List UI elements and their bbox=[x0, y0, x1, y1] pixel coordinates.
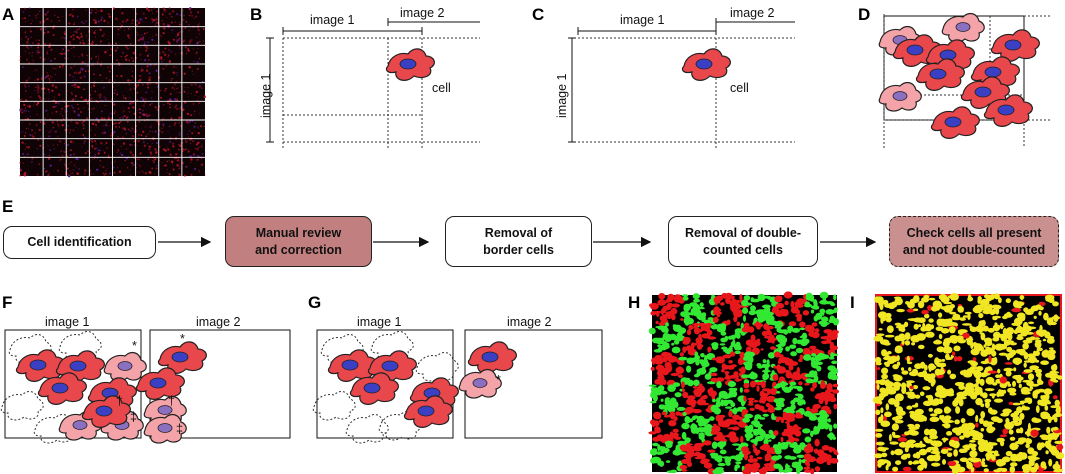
panel-label-c: C bbox=[532, 5, 544, 24]
panel-label-d: D bbox=[858, 5, 870, 24]
panel-d-cell-pink-3 bbox=[878, 81, 922, 112]
flow-step-removal-double-counted: Removal of double- counted cells bbox=[668, 216, 818, 267]
panel-f-image2-label: image 2 bbox=[196, 315, 241, 329]
panel-label-a: A bbox=[2, 5, 14, 24]
flow-step-removal-border-cells: Removal of border cells bbox=[445, 216, 592, 267]
mosaic-grid bbox=[19, 6, 207, 178]
panel-d-cell-pink-2 bbox=[941, 12, 985, 43]
panel-c-cell-label: cell bbox=[730, 81, 749, 95]
overlap-map-yellow-blobs bbox=[872, 293, 1065, 474]
panel-d-cell-4 bbox=[990, 29, 1040, 62]
panel-f-diagram: image 1 image 2 * * † † ‡ ‡ bbox=[0, 315, 291, 444]
panel-b-diagram: image 1 image 2 image 1 cell bbox=[259, 6, 480, 148]
panel-f-double-dagger-1: ‡ bbox=[130, 410, 137, 424]
panel-label-f: F bbox=[2, 293, 12, 312]
panel-label-g: G bbox=[308, 293, 321, 312]
overlap-map-yellow bbox=[872, 293, 1065, 474]
panel-label-b: B bbox=[250, 5, 262, 24]
panel-label-h: H bbox=[628, 293, 640, 312]
panel-b-vertical-image1-label: image 1 bbox=[259, 73, 273, 118]
panel-f-double-dagger-2: ‡ bbox=[176, 422, 183, 436]
mosaic-tile-lines bbox=[20, 8, 205, 176]
panel-d-cell-8 bbox=[930, 106, 980, 139]
panel-b-image1-label: image 1 bbox=[310, 13, 355, 27]
panel-f-image1-label: image 1 bbox=[45, 315, 90, 329]
panel-b-cell bbox=[385, 48, 435, 81]
flow-step-check-cells: Check cells all present and not double-c… bbox=[889, 216, 1059, 267]
panel-f-asterisk-2: * bbox=[180, 332, 185, 346]
panel-g-asterisk: * bbox=[496, 373, 501, 387]
panel-b-cell-label: cell bbox=[432, 81, 451, 95]
panel-b-image2-label: image 2 bbox=[400, 6, 445, 20]
panel-f-dagger-1: † bbox=[116, 394, 123, 408]
panel-f-asterisk-1: * bbox=[132, 339, 137, 353]
flow-step-cell-identification: Cell identification bbox=[3, 226, 156, 259]
panel-d-diagram bbox=[878, 12, 1050, 148]
flow-step-manual-review: Manual review and correction bbox=[225, 216, 372, 267]
overlap-map-red-green-blobs bbox=[648, 291, 840, 474]
panel-c-cell bbox=[681, 48, 731, 81]
panel-c-image1-label: image 1 bbox=[620, 13, 665, 27]
panel-c-vertical-image1-label: image 1 bbox=[555, 73, 569, 118]
panel-g-image1-label: image 1 bbox=[357, 315, 402, 329]
panel-c-image2-label: image 2 bbox=[730, 6, 775, 20]
panel-label-e: E bbox=[2, 197, 13, 216]
panel-g-image2-label: image 2 bbox=[507, 315, 552, 329]
panel-label-i: I bbox=[850, 293, 855, 312]
panel-f-dagger-2: † bbox=[168, 394, 175, 408]
mosaic-noise bbox=[19, 6, 207, 178]
overlap-map-red-green bbox=[648, 291, 840, 474]
panel-g-diagram: image 1 image 2 * bbox=[312, 315, 603, 444]
panel-c-diagram: image 1 image 2 image 1 cell bbox=[555, 6, 795, 148]
